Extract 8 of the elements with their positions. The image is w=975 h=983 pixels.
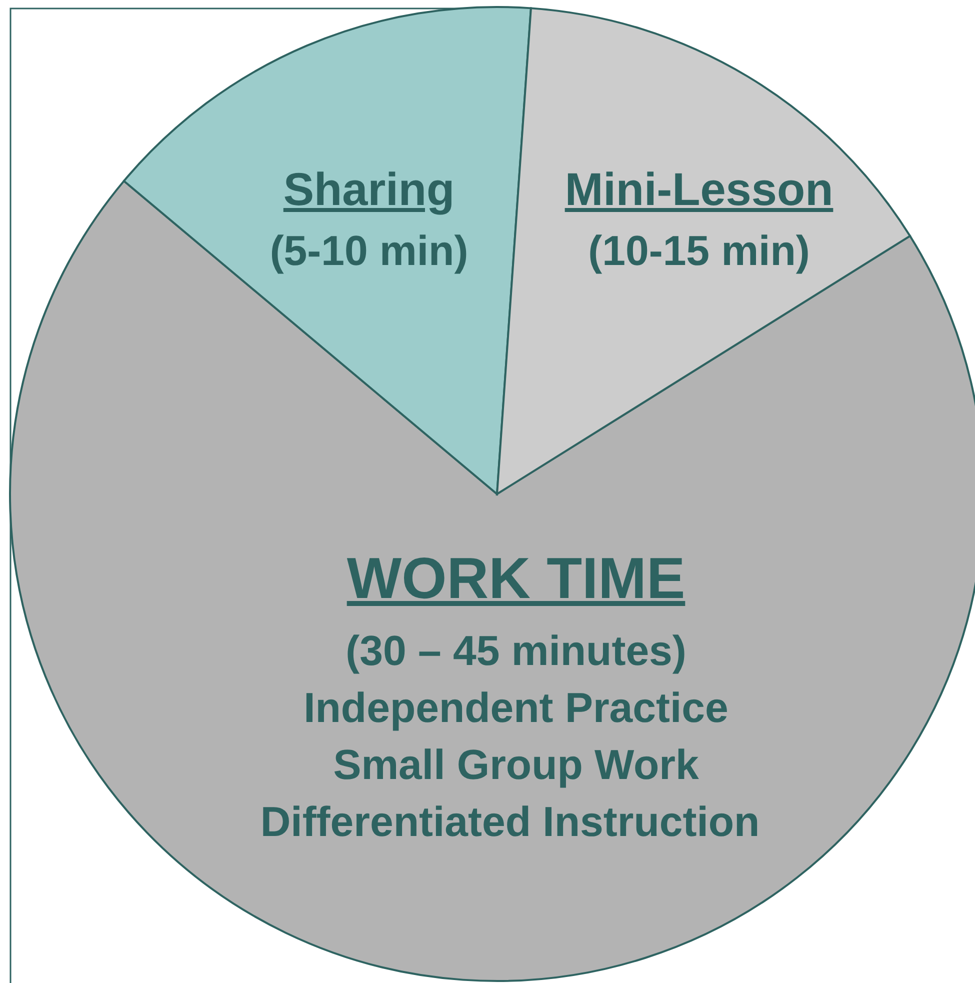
segment-title: Mini-Lesson bbox=[564, 166, 834, 212]
activity-text: Differentiated Instruction bbox=[260, 801, 760, 843]
duration-text: (5-10 min) bbox=[270, 230, 468, 272]
segment-title: WORK TIME bbox=[346, 550, 686, 608]
activity-text: Small Group Work bbox=[333, 744, 699, 786]
duration-text: (10-15 min) bbox=[588, 230, 810, 272]
duration-text: (30 – 45 minutes) bbox=[346, 630, 686, 672]
activity-text: Independent Practice bbox=[304, 687, 728, 729]
